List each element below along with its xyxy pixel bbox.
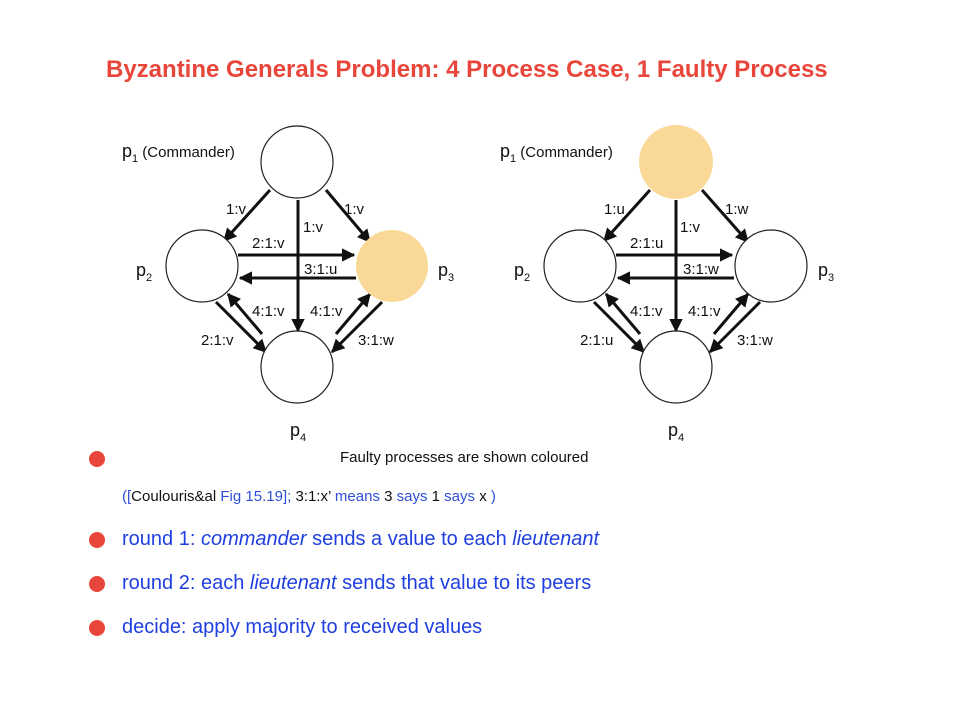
edge-label-p3-p4: 3:1:w — [737, 332, 773, 349]
slide-title: Byzantine Generals Problem: 4 Process Ca… — [106, 56, 828, 83]
label-p1: p1 (Commander) — [122, 141, 235, 165]
edge-p1-p2 — [222, 188, 272, 243]
edge-p4-p3 — [712, 292, 750, 335]
right-diagram: p1 (Commander) p2 p3 p4 1:u 1:v 1:w 2:1:… — [500, 125, 834, 444]
edge-label-p4-p2: 4:1:v — [252, 303, 285, 320]
bullet-round-1 — [89, 532, 105, 548]
node-p3 — [734, 229, 808, 303]
edge-label-p3-p4: 3:1:w — [358, 332, 394, 349]
node-p2 — [543, 229, 617, 303]
label-p4: p4 — [668, 420, 684, 444]
citation-note: ([Coulouris&al Fig 15.19]; 3:1:x’ means … — [122, 488, 496, 505]
label-p2: p2 — [514, 260, 530, 284]
node-p2 — [165, 229, 239, 303]
node-p3 — [356, 230, 428, 302]
left-diagram: p1 (Commander) p2 p3 p4 1:v 1:v 1:v 2:1:… — [122, 125, 454, 444]
edge-label-p1-p4: 1:v — [303, 219, 324, 236]
edge-label-p2-p4: 2:1:v — [201, 332, 234, 349]
edge-label-p2-p4: 2:1:u — [580, 332, 613, 349]
point-round-2: round 2: each lieutenant sends that valu… — [122, 572, 592, 594]
node-p4 — [639, 330, 713, 404]
edge-p3-p4 — [330, 300, 384, 354]
edge-label-p3-p2: 3:1:w — [683, 261, 719, 278]
figure-caption: Faulty processes are shown coloured — [340, 449, 589, 466]
node-p4 — [260, 330, 334, 404]
edge-p4-p3 — [334, 292, 372, 335]
edge-p1-p2 — [602, 188, 652, 243]
label-p1: p1 (Commander) — [500, 141, 613, 165]
edge-p2-p4 — [214, 300, 268, 354]
edge-label-p1-p3: 1:w — [725, 201, 749, 218]
edge-label-p1-p4: 1:v — [680, 219, 701, 236]
bullet-round-2 — [89, 576, 105, 592]
edge-label-p4-p2: 4:1:v — [630, 303, 663, 320]
label-p3: p3 — [438, 260, 454, 284]
label-p2: p2 — [136, 260, 152, 284]
node-p1 — [639, 125, 713, 199]
label-p3: p3 — [818, 260, 834, 284]
edge-p2-p4 — [592, 300, 646, 354]
edge-label-p2-p3: 2:1:u — [630, 235, 663, 252]
node-p1 — [260, 125, 334, 199]
label-p4: p4 — [290, 420, 306, 444]
edge-label-p4-p3: 4:1:v — [310, 303, 343, 320]
edge-p4-p2 — [226, 292, 264, 335]
edge-p1-p3 — [700, 189, 750, 244]
bullet-caption — [89, 451, 105, 467]
edge-label-p1-p2: 1:v — [226, 201, 247, 218]
edge-p1-p3 — [324, 189, 372, 244]
edge-p4-p2 — [604, 292, 642, 335]
edge-label-p1-p2: 1:u — [604, 201, 625, 218]
edge-label-p2-p3: 2:1:v — [252, 235, 285, 252]
point-round-1: round 1: commander sends a value to each… — [122, 528, 600, 550]
edge-label-p1-p3: 1:v — [344, 201, 365, 218]
edge-label-p3-p2: 3:1:u — [304, 261, 337, 278]
bullet-decide — [89, 620, 105, 636]
edge-label-p4-p3: 4:1:v — [688, 303, 721, 320]
edge-p3-p4 — [708, 300, 762, 354]
point-decide: decide: apply majority to received value… — [122, 616, 483, 638]
